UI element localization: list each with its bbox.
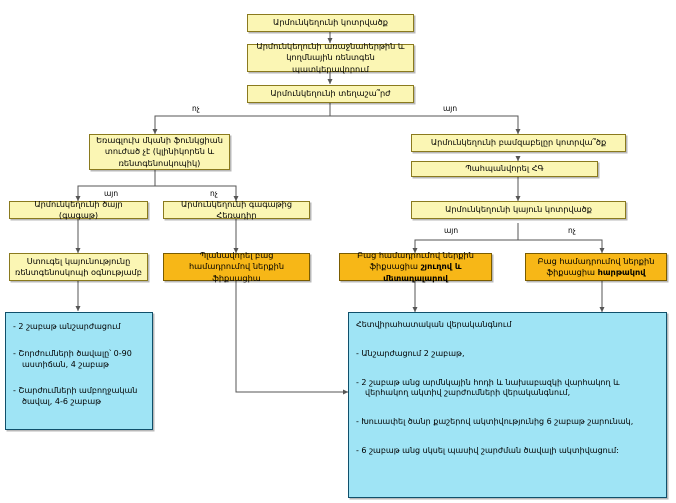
list-item: - Շարժումների ամբողջական ծավալ, 4-6 շաբա… <box>13 386 138 407</box>
outcome-box-postoperative-rehab: Հետվիրահատական վերականգնում - Անշարժացու… <box>348 312 667 498</box>
node-label: Պահպանվորել ՀԳ <box>465 163 544 174</box>
outcome-list-left: - 2 շաբաթ անշարժացում - Շորժումների ծավա… <box>10 316 148 408</box>
node-distal-to-tip: Արմունկեղունի գագաթից Հեռադիր <box>163 198 310 220</box>
node-plan-orif: Պլանավորել բաց համադրումով ներքին ֆիքսաց… <box>163 250 310 283</box>
node-label: Արմունկեղունի գագաթից Հեռադիր <box>180 198 293 220</box>
outcome-box-nonoperative: - 2 շաբաթ անշարժացում - Շորժումների ծավա… <box>5 312 153 430</box>
node-label-part1: Բաց համադրումով ներքին ֆիքսացիա <box>357 250 474 272</box>
node-label: Արմունկեղունի բամզաբելըր կոտրվա՞ծք <box>430 137 607 148</box>
node-label: Բաց համադրումով ներքին ֆիքսացիա շյուղով … <box>344 250 487 283</box>
node-label: Արմունկեղունի տեղաշա՞րժ <box>270 88 391 99</box>
list-item: - Անշարժացում 2 շաբաթ, <box>356 348 465 358</box>
node-label: Ստուգել կայունությունը ռենտգենոսկոպի օգն… <box>15 255 142 277</box>
node-label: Պլանավորել բաց համադրումով ներքին ֆիքսաց… <box>188 250 285 283</box>
node-displacement-question: Արմունկեղունի տեղաշա՞րժ <box>247 85 414 103</box>
list-item: - 2 շաբաթ անշարժացում <box>13 322 121 331</box>
node-stable-fracture: Արմունկեղունի կայուն կոտրվածք <box>411 201 626 219</box>
node-label-part1: Բաց համադրումով ներքին ֆիքսացիա <box>537 255 655 277</box>
node-label: Արմունկեղունի առաջնահերթին և կողմնային ռ… <box>256 41 405 74</box>
node-check-stability-fluoroscopy: Ստուգել կայունությունը ռենտգենոսկոպի օգն… <box>9 253 148 281</box>
edge-label-no-2: ոչ <box>210 189 218 198</box>
node-orif-plate: Բաց համադրումով ներքին ֆիքսացիա հարթակով <box>525 253 667 281</box>
node-label: Բաց համադրումով ներքին ֆիքսացիա հարթակով <box>530 256 662 278</box>
node-comminuted-fracture-question: Արմունկեղունի բամզաբելըր կոտրվա՞ծք <box>411 134 626 152</box>
node-radiographic-imaging: Արմունկեղունի առաջնահերթին և կողմնային ռ… <box>247 41 414 74</box>
outcome-list-right: Հետվիրահատական վերականգնում - Անշարժացու… <box>353 316 662 457</box>
edge-label-no-3: ոչ <box>568 226 576 235</box>
list-item: - Շորժումների ծավալը՝ 0-90 աստիճան, 4 շա… <box>13 348 132 369</box>
node-label-part2-bold: հարթակով <box>597 267 646 277</box>
node-label-part2-bold: շյուղով և մետաղալարով <box>383 261 462 283</box>
node-fracture-of-olecranon: Արմունկեղունի կոտրվածք <box>247 14 414 32</box>
node-label: Եռագլուխ մկանի ֆունկցիան տուժած չէ (կլին… <box>96 135 223 168</box>
node-orif-wire-and-band: Բաց համադրումով ներքին ֆիքսացիա շյուղով … <box>339 250 492 283</box>
node-olecranon-tip: Արմունկեղունի ծայր (գագաթ) <box>9 198 148 220</box>
node-label: Արմունկեղունի ծայր (գագաթ) <box>34 198 123 220</box>
edge-label-yes-1: այո <box>443 104 458 113</box>
node-label: Արմունկեղունի կայուն կոտրվածք <box>445 204 592 215</box>
edge-label-yes-2: այո <box>104 189 119 198</box>
list-item: - 2 շաբաթ անց արմնկային հոդի և նախաբազկի… <box>356 377 620 398</box>
node-triceps-function-intact: Եռագլուխ մկանի ֆունկցիան տուժած չէ (կլին… <box>89 134 230 170</box>
edge-label-no-1: ոչ <box>192 104 200 113</box>
node-label: Արմունկեղունի կոտրվածք <box>273 17 388 28</box>
edge-label-yes-3: այո <box>444 226 459 235</box>
node-preserve-hg: Պահպանվորել ՀԳ <box>411 161 598 177</box>
list-item: - 6 շաբաթ անց սկսել պասիվ շարժման ծավալի… <box>356 445 619 455</box>
list-item: - Խուսափել ծանր քաշերով ակտիվությունից 6… <box>356 417 634 427</box>
outcome-heading: Հետվիրահատական վերականգնում <box>356 320 512 329</box>
